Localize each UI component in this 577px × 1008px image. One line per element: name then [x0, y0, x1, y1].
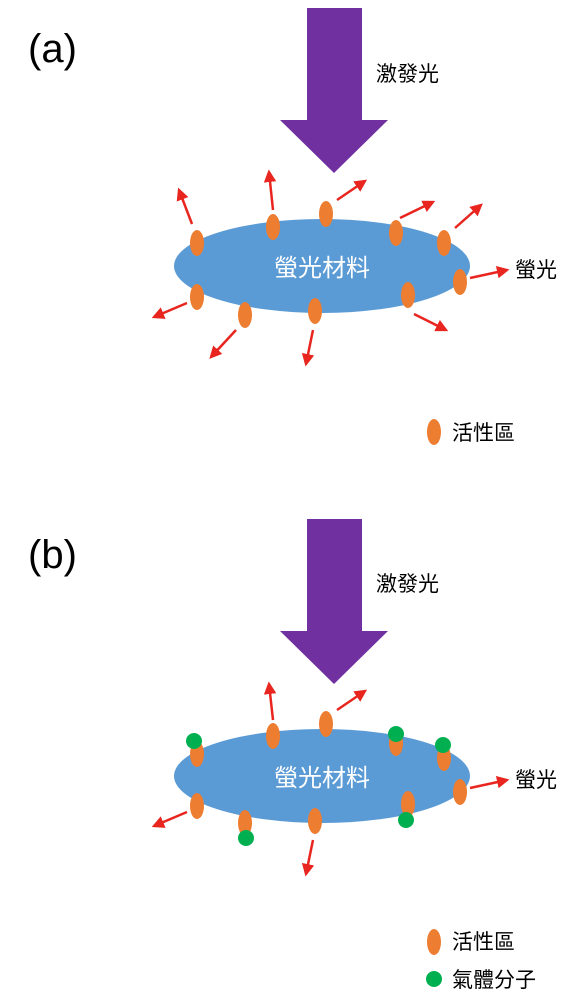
emission-arrow [301, 329, 315, 367]
active-site [319, 711, 333, 737]
emission-arrow [176, 187, 194, 225]
excitation-arrow [280, 8, 388, 173]
material-label: 螢光材料 [274, 254, 370, 282]
active-site [238, 810, 252, 836]
emission-arrow [469, 266, 510, 280]
panel-a-label: (a) [28, 27, 77, 71]
active-site [401, 282, 415, 308]
active-site [308, 298, 322, 324]
emission-arrow [399, 200, 436, 220]
active-site [190, 230, 204, 256]
active-sites [190, 201, 467, 328]
gas-molecule [435, 737, 451, 753]
emission-arrow [209, 329, 237, 359]
excitation-label: 激發光 [376, 572, 439, 596]
active-site [319, 201, 333, 227]
active-site [437, 230, 451, 256]
active-site [453, 779, 467, 805]
excitation-arrow [280, 519, 388, 684]
emission-arrow [263, 681, 277, 721]
gas-molecule [238, 830, 254, 846]
emission-arrow [151, 301, 188, 319]
active-site [190, 793, 204, 819]
legend-active-site-swatch [427, 419, 441, 445]
gas-molecule [388, 726, 404, 742]
legend-gas-molecule-label: 氣體分子 [452, 968, 536, 992]
gas-molecule [186, 733, 202, 749]
emission-arrow [301, 839, 315, 877]
legend-active-site-label: 活性區 [452, 421, 515, 445]
active-site [308, 808, 322, 834]
emission-label: 螢光 [515, 768, 557, 792]
active-site [401, 791, 415, 817]
gas-molecule [398, 812, 414, 828]
emission-arrow [336, 179, 368, 202]
emission-arrows [151, 169, 510, 367]
active-site [389, 220, 403, 246]
active-site [238, 302, 252, 328]
gas-molecules [186, 726, 451, 846]
emission-label: 螢光 [515, 258, 557, 282]
emission-arrow [454, 203, 483, 229]
legend-active-site-swatch [427, 929, 441, 955]
emission-arrows [151, 681, 510, 877]
active-site [190, 284, 204, 310]
material-label: 螢光材料 [274, 764, 370, 792]
active-site [453, 269, 467, 295]
legend-active-site-label: 活性區 [452, 930, 515, 954]
emission-arrow [469, 776, 510, 790]
active-site [266, 723, 280, 749]
emission-arrow [151, 810, 188, 828]
emission-arrow [413, 312, 449, 332]
panel-a: (a) 激發光 螢光材料 [28, 8, 557, 445]
excitation-label: 激發光 [376, 62, 439, 86]
emission-arrow [263, 169, 277, 211]
active-site [266, 214, 280, 240]
legend-gas-molecule-swatch [426, 971, 442, 987]
emission-arrow [336, 689, 368, 712]
panel-b: (b) 激發光 螢光材料 [28, 519, 557, 992]
panel-b-label: (b) [28, 533, 77, 577]
